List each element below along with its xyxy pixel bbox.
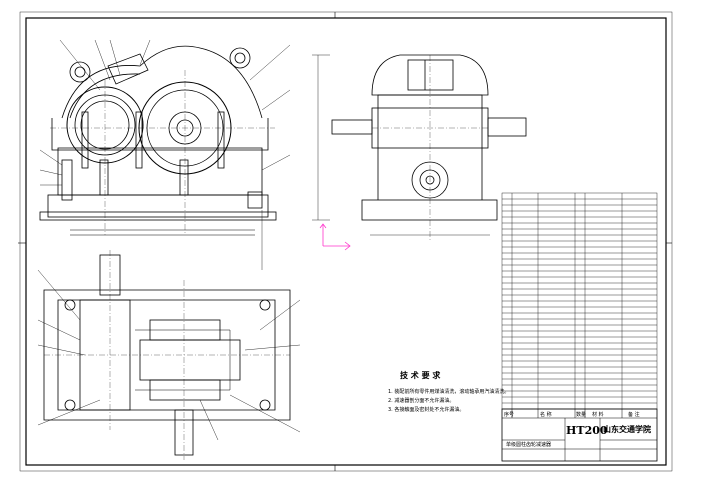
school-name: 山东交通学院 — [603, 424, 651, 434]
parts-list-table — [501, 192, 658, 410]
drawing-frame — [18, 11, 673, 472]
title-header-qty: 数量 — [576, 411, 586, 418]
title-header-remark: 备 注 — [628, 411, 640, 418]
cursor-axis-indicator — [319, 223, 351, 251]
tech-note-3: 3. 各接触面及密封处不允许漏油。 — [388, 406, 464, 413]
tech-requirements-title: 技 术 要 求 — [400, 370, 441, 380]
title-header-name: 名 称 — [540, 411, 552, 418]
tech-note-1: 1. 装配前所有零件用煤油清洗，滚动轴承用汽油清洗。 — [388, 388, 509, 395]
title-header-no: 序号 — [504, 411, 514, 418]
title-block — [501, 408, 658, 462]
title-header-material: 材 料 — [592, 411, 604, 418]
technical-requirements: 技 术 要 求 1. 装配前所有零件用煤油清洗，滚动轴承用汽油清洗。 2. 减速… — [388, 370, 509, 413]
drawing-name: 单级圆柱齿轮减速器 — [506, 441, 551, 448]
top-view — [37, 250, 301, 460]
side-view — [312, 54, 527, 240]
tech-note-2: 2. 减速器剖分面不允许漏油。 — [388, 397, 454, 404]
material-label: HT200 — [566, 424, 608, 437]
front-view — [39, 39, 291, 270]
